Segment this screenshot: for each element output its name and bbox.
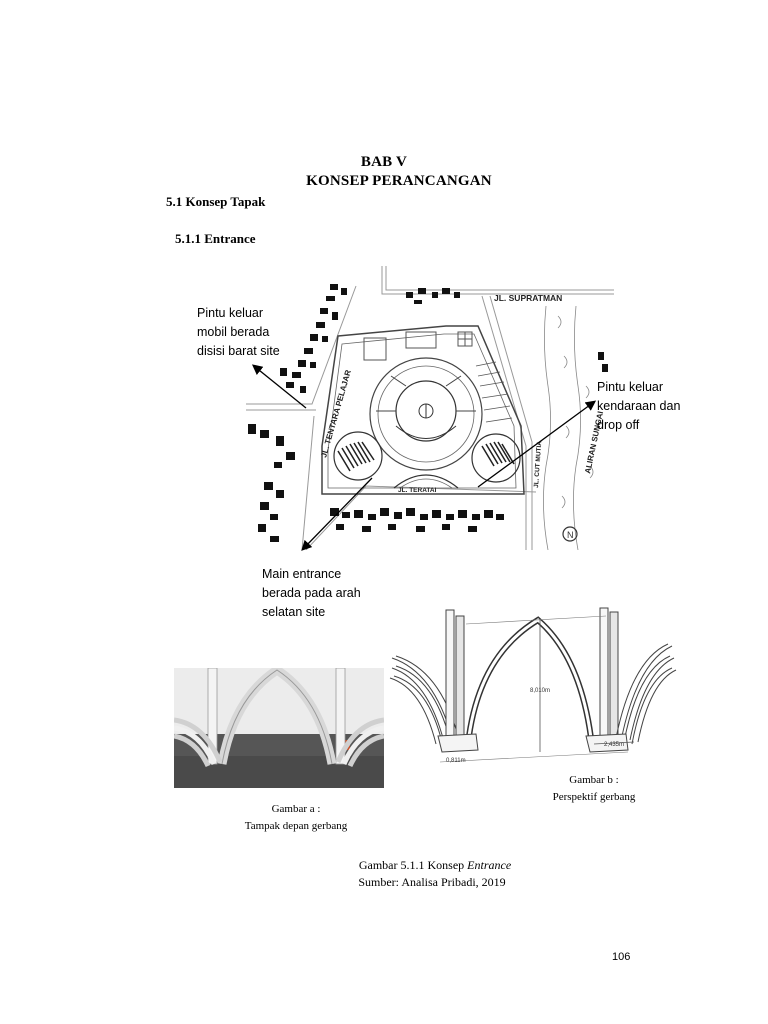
arrow-west-exit (251, 364, 307, 409)
width-dimension: 2,435m (604, 742, 624, 748)
gate-front-view-render (174, 668, 384, 788)
base-dimension: 0,811m (446, 758, 466, 764)
section-heading: 5.1 Konsep Tapak (166, 194, 266, 209)
street-label-teratai: JL. TERATAI (398, 487, 437, 494)
street-label-cut-mutia: JL. CUT MUTIA (533, 441, 543, 489)
arrow-main-entrance (301, 477, 373, 551)
height-dimension: 8,010m (530, 688, 550, 694)
chapter-title: KONSEP PERANCANGAN (306, 173, 492, 189)
subsection-heading: 5.1.1 Entrance (175, 231, 256, 246)
north-symbol: N (567, 530, 574, 540)
annotation-west-exit: Pintu keluar mobil berada disisi barat s… (197, 306, 280, 358)
annotation-east-exit: Pintu keluar kendaraan dan drop off (597, 380, 681, 432)
figure-caption: Gambar 5.1.1 Konsep Entrance (358, 858, 512, 872)
annotation-main-entrance: Main entrance berada pada arah selatan s… (262, 567, 361, 619)
site-plan-drawing: N JL. SUPRATMAN JL. TENTARA PELAJAR JL. … (246, 266, 614, 550)
chapter-number: BAB V (360, 154, 408, 170)
page-number: 106 (612, 951, 631, 963)
arrow-east-exit (477, 400, 597, 488)
figure-source: Sumber: Analisa Pribadi, 2019 (358, 875, 506, 889)
gate-perspective-drawing: 8,010m 2,435m 0,811m (386, 586, 678, 776)
street-label-supratman: JL. SUPRATMAN (494, 293, 562, 303)
